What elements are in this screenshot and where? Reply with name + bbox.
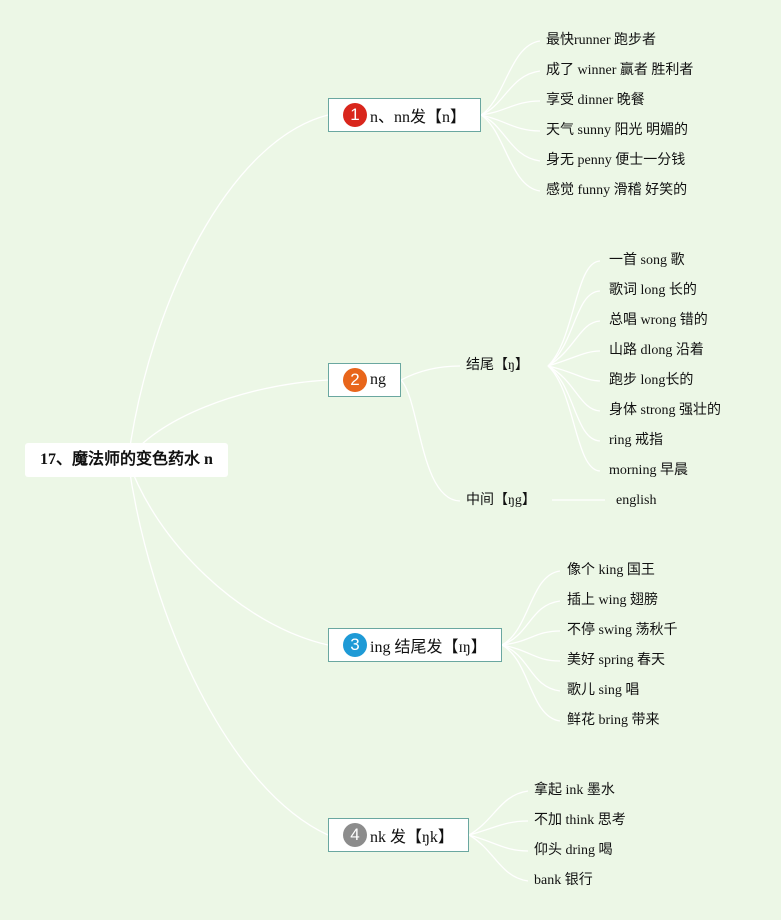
leaf-item: 一首 song 歌 [609, 253, 685, 268]
link-b4-l4 [468, 834, 529, 882]
leaf-item: 歌儿 sing 唱 [567, 683, 640, 698]
link-b3-l2 [501, 600, 561, 646]
number-badge-2: 2 [343, 368, 367, 392]
link-b1-l5 [480, 114, 541, 162]
sub-node-middle[interactable]: 中间【ŋg】 [466, 493, 536, 508]
leaf-item: 天气 sunny 阳光 明媚的 [546, 123, 688, 138]
branch-label-4: nk 发【ŋk】 [370, 829, 454, 846]
leaf-item: 感觉 funny 滑稽 好笑的 [546, 183, 688, 198]
leaf-item: 最快runner 跑步者 [546, 33, 657, 48]
link-s1-l7 [547, 365, 601, 442]
branch-node-4[interactable]: 4 nk 发【ŋk】 [328, 818, 469, 852]
link-s1-l3 [547, 320, 601, 367]
leaf-item: english [616, 493, 657, 508]
root-node[interactable]: 17、魔法师的变色药水 n [25, 443, 228, 477]
leaf-item: morning 早晨 [609, 463, 688, 478]
leaf-item: 鲜花 bring 带来 [567, 713, 660, 728]
leaf-item: 总唱 wrong 错的 [609, 313, 708, 328]
link-b2-s2 [400, 379, 461, 502]
link-s1-l5 [547, 365, 601, 382]
branch-label-2: ng [370, 371, 386, 388]
leaf-item: 成了 winner 赢者 胜利者 [546, 63, 694, 78]
link-root-b3 [127, 459, 329, 646]
branch-node-2[interactable]: 2 ng [328, 363, 401, 397]
link-s1-l1 [547, 260, 601, 367]
leaf-item: bank 银行 [534, 873, 593, 888]
link-s1-l4 [547, 350, 601, 367]
link-b3-l6 [501, 644, 561, 722]
leaf-item: 不加 think 思考 [534, 813, 626, 828]
leaf-item: ring 戒指 [609, 433, 664, 448]
link-root-b1 [127, 114, 329, 461]
link-b4-l2 [468, 820, 529, 836]
link-b1-l2 [480, 70, 541, 116]
branch-node-1[interactable]: 1 n、nn发【n】 [328, 98, 481, 132]
leaf-item: 歌词 long 长的 [609, 283, 697, 298]
link-b1-l1 [480, 40, 541, 116]
leaf-item: 插上 wing 翅膀 [567, 593, 658, 608]
leaf-item: 不停 swing 荡秋千 [567, 623, 678, 638]
leaf-item: 像个 king 国王 [567, 563, 655, 578]
link-b3-l1 [501, 570, 561, 646]
link-b1-l6 [480, 114, 541, 192]
branch-node-3[interactable]: 3 ing 结尾发【ɪŋ】 [328, 628, 502, 662]
link-b1-l3 [480, 100, 541, 116]
leaf-item: 拿起 ink 墨水 [534, 783, 615, 798]
root-label: 17、魔法师的变色药水 n [40, 451, 213, 468]
leaf-item: 身无 penny 便士一分钱 [546, 153, 686, 168]
link-s1-l6 [547, 365, 601, 412]
leaf-item: 跑步 long长的 [609, 373, 694, 388]
link-b4-l3 [468, 834, 529, 852]
number-badge-1: 1 [343, 103, 367, 127]
link-b3-l4 [501, 644, 561, 662]
number-badge-4: 4 [343, 823, 367, 847]
link-b2-s1 [400, 365, 461, 381]
sub-node-ending[interactable]: 结尾【ŋ】 [466, 358, 529, 373]
leaf-item: 美好 spring 春天 [567, 653, 665, 668]
branch-label-1: n、nn发【n】 [370, 109, 467, 126]
link-s1-l2 [547, 290, 601, 367]
branch-label-3: ing 结尾发【ɪŋ】 [370, 639, 487, 656]
link-b1-l4 [480, 114, 541, 132]
link-b3-l3 [501, 630, 561, 646]
link-root-b4 [127, 459, 329, 836]
number-badge-3: 3 [343, 633, 367, 657]
leaf-item: 享受 dinner 晚餐 [546, 93, 645, 108]
leaf-item: 仰头 dring 喝 [534, 843, 613, 858]
link-b4-l1 [468, 790, 529, 836]
leaf-item: 山路 dlong 沿着 [609, 343, 704, 358]
link-s1-l8 [547, 365, 601, 472]
leaf-item: 身体 strong 强壮的 [609, 403, 721, 418]
link-b3-l5 [501, 644, 561, 692]
